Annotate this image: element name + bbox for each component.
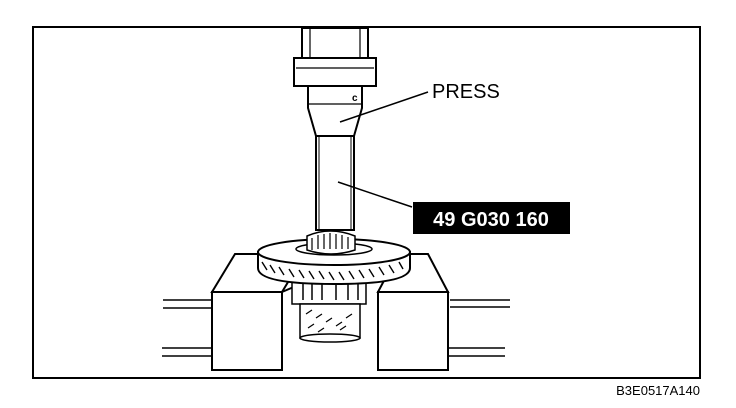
leader-lines [337, 91, 429, 208]
figure-code: B3E0517A140 [616, 383, 700, 398]
press-label: PRESS [432, 81, 500, 103]
press-tool: c [293, 27, 377, 231]
pinion-gear-teeth [306, 230, 356, 255]
svg-text:c: c [352, 93, 358, 104]
pinion-shaft [291, 275, 367, 343]
tool-leader-line [337, 181, 413, 208]
tool-number-label: 49 G030 160 [433, 209, 549, 231]
press-leader-line [339, 91, 429, 123]
right-support-block [376, 253, 450, 371]
tool-number-tag [413, 202, 570, 234]
